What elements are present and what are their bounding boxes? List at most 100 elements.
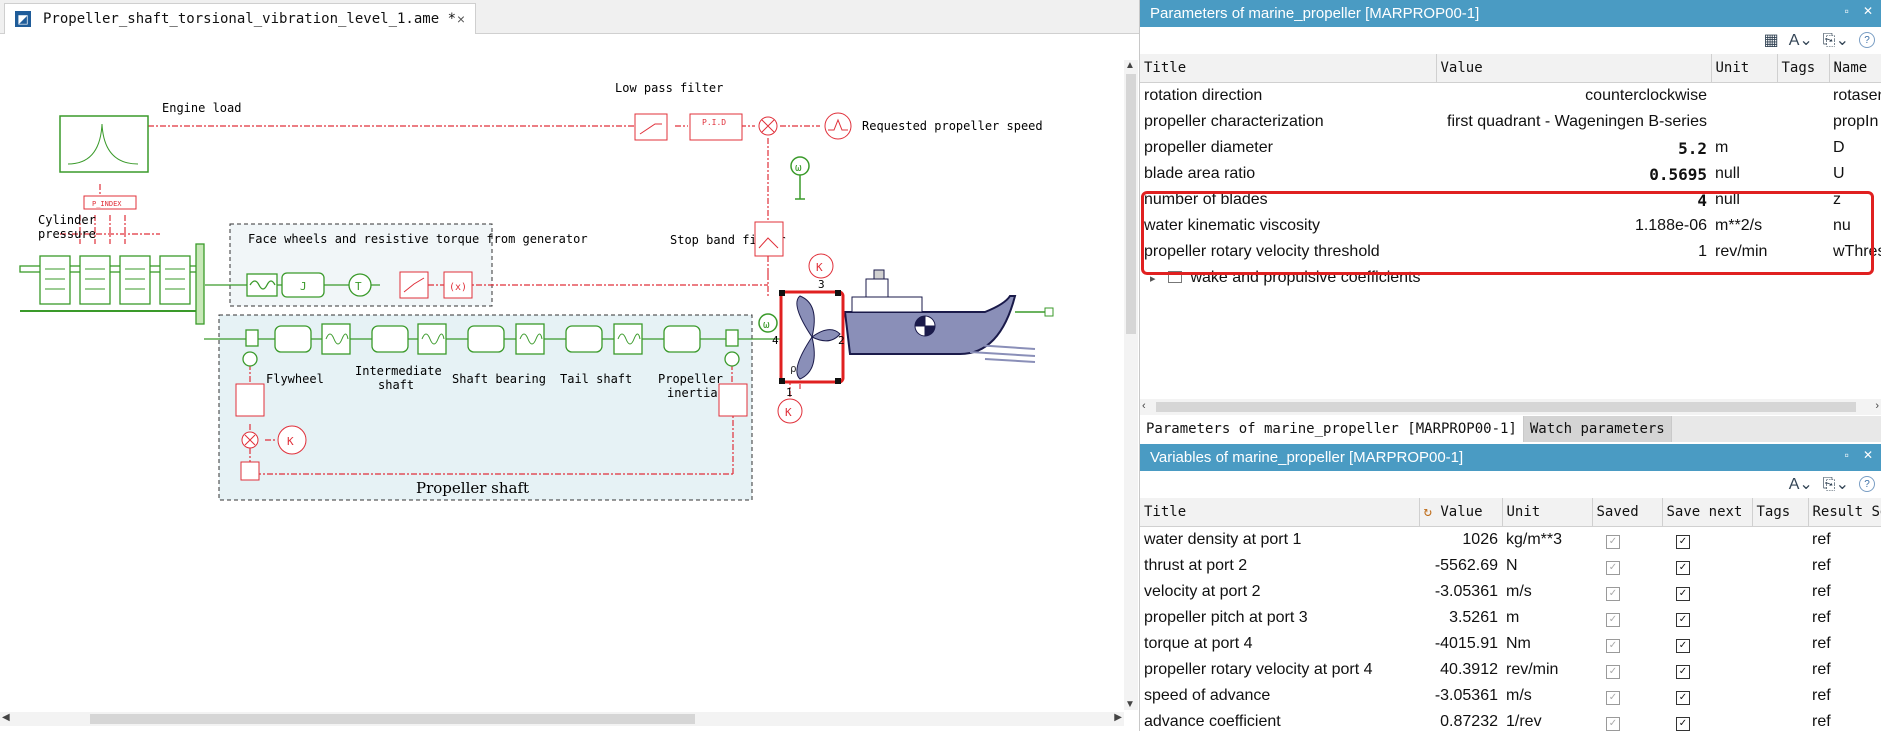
editor-vertical-scrollbar[interactable]: ▲ ▼ xyxy=(1124,60,1138,710)
save-next-checkbox[interactable]: ✓ xyxy=(1676,717,1690,731)
intermediate-shaft-label-1: Intermediate xyxy=(355,364,442,378)
omega-sensor-propeller[interactable] xyxy=(758,313,778,333)
generator-chain[interactable] xyxy=(205,272,380,298)
editor-horizontal-scrollbar[interactable]: ◀ ▶ xyxy=(0,712,1124,726)
limiter-block[interactable] xyxy=(240,461,260,481)
scroll-thumb[interactable] xyxy=(90,714,695,724)
saved-checkbox: ✓ xyxy=(1606,613,1620,627)
generator-fx-block[interactable] xyxy=(443,271,473,299)
maximize-icon[interactable]: ▫ xyxy=(1844,448,1849,462)
propeller-inertia-label-2: inertia xyxy=(667,386,718,400)
col-title[interactable]: Title xyxy=(1140,498,1420,527)
intermediate-shaft-label-2: shaft xyxy=(378,378,414,392)
col-unit[interactable]: Unit xyxy=(1711,54,1778,83)
table-row[interactable]: number of blades 4 null z xyxy=(1144,190,1841,210)
k-block-bottom[interactable] xyxy=(777,398,803,424)
col-value[interactable]: ↻ Value xyxy=(1419,498,1503,527)
editor-tab[interactable]: ◩ Propeller_shaft_torsional_vibration_le… xyxy=(4,3,476,34)
variables-toolbar: A⌄ ⎘⌄ ? xyxy=(1140,471,1881,498)
svg-text:J: J xyxy=(300,280,307,293)
editor-tab-bar: ◩ Propeller_shaft_torsional_vibration_le… xyxy=(0,0,1139,34)
save-next-checkbox[interactable]: ✓ xyxy=(1676,561,1690,575)
col-title[interactable]: Title xyxy=(1140,54,1437,83)
tab-parameters[interactable]: Parameters of marine_propeller [MARPROP0… xyxy=(1140,416,1524,442)
font-icon[interactable]: A⌄ xyxy=(1788,32,1813,49)
parameters-panel: Parameters of marine_propeller [MARPROP0… xyxy=(1140,0,1881,440)
col-saved[interactable]: Saved xyxy=(1592,498,1663,527)
table-row[interactable]: torque at port 4 -4015.91 Nm ✓ ✓ ref xyxy=(1144,635,1831,653)
gain-k-block[interactable] xyxy=(277,425,307,455)
folder-icon xyxy=(1167,271,1182,283)
svg-text:ω: ω xyxy=(795,161,802,174)
table-row[interactable]: propeller characterization first quadran… xyxy=(1144,113,1879,130)
close-icon[interactable]: ✕ xyxy=(1862,4,1873,18)
scroll-left-icon[interactable]: ◀ xyxy=(2,712,10,723)
table-row[interactable]: propeller pitch at port 3 3.5261 m ✓ ✓ r… xyxy=(1144,609,1831,627)
propeller-shaft-chain[interactable] xyxy=(204,323,790,367)
requested-speed-source[interactable] xyxy=(824,112,852,140)
refresh-icon[interactable]: ↻ xyxy=(1423,504,1432,520)
ship-hull[interactable] xyxy=(843,269,1054,363)
expand-icon[interactable]: ▸ xyxy=(1150,273,1156,285)
cylinder-pressure-label-2: pressure xyxy=(38,227,96,241)
low-pass-curve xyxy=(639,123,662,135)
stop-band-filter-block[interactable] xyxy=(754,221,784,257)
maximize-icon[interactable]: ▫ xyxy=(1844,4,1849,18)
help-icon[interactable]: ? xyxy=(1859,32,1875,48)
table-row[interactable]: propeller rotary velocity threshold 1 re… xyxy=(1144,243,1881,260)
table-row[interactable]: speed of advance -3.05361 m/s ✓ ✓ ref xyxy=(1144,687,1831,705)
scroll-down-icon[interactable]: ▼ xyxy=(1125,699,1135,710)
marine-propeller-block[interactable] xyxy=(779,290,845,384)
col-result-set[interactable]: Result Set xyxy=(1808,498,1881,527)
table-row[interactable]: propeller diameter 5.2 m D xyxy=(1144,138,1845,158)
export-icon[interactable]: ⎘⌄ xyxy=(1822,32,1849,49)
close-tab-icon[interactable]: × xyxy=(456,11,465,27)
col-value[interactable]: Value xyxy=(1436,54,1712,83)
close-icon[interactable]: ✕ xyxy=(1862,448,1873,462)
table-row[interactable]: blade area ratio 0.5695 null U xyxy=(1144,164,1845,184)
table-row[interactable]: thrust at port 2 -5562.69 N ✓ ✓ ref xyxy=(1144,557,1831,575)
sketch-canvas[interactable]: Engine load P_INDEX Low pass filter P.I.… xyxy=(0,34,1124,714)
scroll-right-icon[interactable]: ▶ xyxy=(1114,712,1122,723)
right-speed-block[interactable] xyxy=(718,383,748,417)
pid-block[interactable] xyxy=(689,113,743,141)
parameters-bottom-tabs: Parameters of marine_propeller [MARPROP0… xyxy=(1140,416,1881,442)
layout-icon[interactable]: ▦ xyxy=(1763,32,1779,49)
save-next-checkbox[interactable]: ✓ xyxy=(1676,639,1690,653)
engine-load-block[interactable] xyxy=(59,115,149,173)
table-row[interactable]: propeller rotary velocity at port 4 40.3… xyxy=(1144,661,1831,679)
save-next-checkbox[interactable]: ✓ xyxy=(1676,613,1690,627)
export-icon[interactable]: ⎘⌄ xyxy=(1822,476,1849,493)
col-tags[interactable]: Tags xyxy=(1777,54,1830,83)
scroll-left-icon[interactable]: ‹ xyxy=(1142,400,1146,412)
variables-panel: Variables of marine_propeller [MARPROP00… xyxy=(1140,444,1881,731)
save-next-checkbox[interactable]: ✓ xyxy=(1676,587,1690,601)
table-row[interactable]: advance coefficient 0.87232 1/rev ✓ ✓ re… xyxy=(1144,713,1831,731)
col-tags[interactable]: Tags xyxy=(1752,498,1809,527)
table-row[interactable]: velocity at port 2 -3.05361 m/s ✓ ✓ ref xyxy=(1144,583,1831,601)
table-row[interactable]: water density at port 1 1026 kg/m**3 ✓ ✓… xyxy=(1144,531,1831,549)
scroll-thumb[interactable] xyxy=(1126,74,1136,334)
scroll-thumb[interactable] xyxy=(1156,402,1856,412)
svg-text:K: K xyxy=(816,261,823,274)
help-icon[interactable]: ? xyxy=(1859,476,1875,492)
save-next-checkbox[interactable]: ✓ xyxy=(1676,665,1690,679)
tab-watch-parameters[interactable]: Watch parameters xyxy=(1523,416,1672,442)
index-block[interactable] xyxy=(83,195,137,210)
col-save-next[interactable]: Save next xyxy=(1662,498,1753,527)
left-speed-block[interactable] xyxy=(235,383,265,417)
font-icon[interactable]: A⌄ xyxy=(1788,476,1813,493)
parameters-horizontal-scrollbar[interactable]: ‹ › xyxy=(1140,399,1881,415)
save-next-checkbox[interactable]: ✓ xyxy=(1676,535,1690,549)
col-name[interactable]: Name xyxy=(1829,54,1881,83)
generator-curve-block[interactable] xyxy=(399,271,429,299)
col-unit[interactable]: Unit xyxy=(1502,498,1593,527)
k-block-top[interactable] xyxy=(808,253,834,279)
scroll-right-icon[interactable]: › xyxy=(1875,400,1879,412)
table-row[interactable]: water kinematic viscosity 1.188e-06 m**2… xyxy=(1144,217,1851,234)
scroll-up-icon[interactable]: ▲ xyxy=(1125,60,1135,71)
save-next-checkbox[interactable]: ✓ xyxy=(1676,691,1690,705)
engine-block[interactable] xyxy=(19,243,205,325)
group-row-wake[interactable]: ▸ wake and propulsive coefficients xyxy=(1140,265,1881,291)
table-row[interactable]: rotation direction counterclockwise rota… xyxy=(1144,87,1881,104)
